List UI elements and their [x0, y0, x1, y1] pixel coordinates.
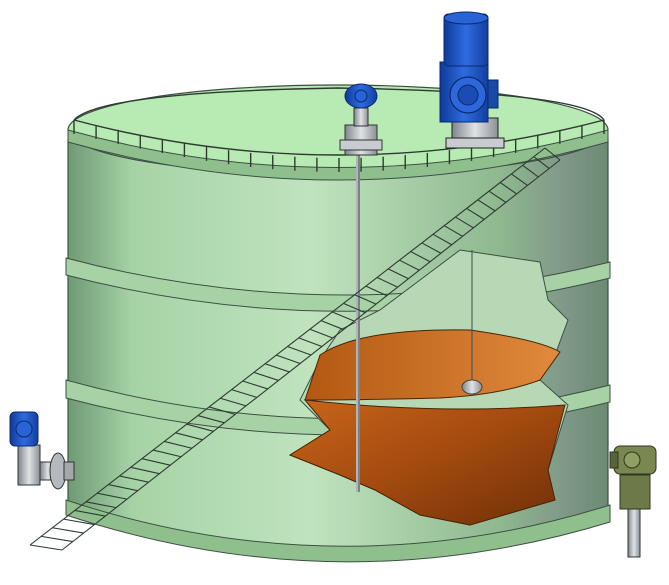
side-pressure-transmitter [9, 411, 75, 490]
roof-handrail [73, 87, 605, 172]
blue-actuator [439, 11, 505, 149]
spiral-staircase [29, 147, 561, 551]
roof-rim [67, 129, 609, 181]
stair-step [63, 518, 95, 526]
float-ball [461, 379, 483, 395]
stair-step [97, 492, 128, 500]
stair-step [231, 389, 258, 398]
radar-level-transmitter [339, 83, 383, 156]
standalone-level-transmitter [609, 445, 657, 558]
stair-step [332, 311, 355, 322]
stair-step [511, 173, 528, 186]
stair-step [220, 397, 247, 407]
stair-step [410, 251, 431, 263]
stair-step [499, 182, 518, 195]
stair-step [264, 363, 290, 373]
stair-step [141, 458, 171, 466]
stair-step [477, 199, 496, 212]
stair-step [108, 484, 138, 492]
liquid-surface [304, 329, 561, 401]
stair-step [29, 544, 63, 551]
stair-step [399, 259, 420, 271]
stair-step [365, 285, 388, 297]
stair-step [85, 501, 117, 509]
stair-step [253, 371, 279, 381]
stair-step [466, 207, 485, 220]
stair-step [153, 449, 182, 458]
stair-step [376, 276, 398, 288]
stair-step [242, 380, 268, 390]
stair-step [443, 225, 463, 237]
stair-step [52, 527, 84, 534]
stair-step [175, 432, 203, 441]
stair-step [298, 337, 323, 348]
stair-step [41, 535, 73, 543]
stair-step [488, 190, 507, 203]
stair-step [432, 233, 453, 246]
stair-step [455, 216, 474, 229]
stair-step [186, 423, 214, 432]
stair-step [320, 320, 344, 331]
stair-step [354, 294, 377, 305]
stair-step [533, 156, 550, 169]
stair-step [343, 302, 366, 314]
stair-step [388, 268, 409, 280]
stair-step [309, 328, 333, 339]
bottom-ring [65, 499, 611, 563]
stair-step [276, 354, 301, 364]
stair-step [287, 345, 312, 356]
stair-step [421, 242, 442, 254]
stair-step [164, 440, 193, 449]
stair-step [119, 475, 149, 483]
stair-step [74, 509, 106, 517]
stair-step [522, 164, 539, 178]
stair-step [197, 415, 225, 424]
stair-step [544, 147, 561, 161]
stair-step [130, 466, 160, 475]
stair-step [208, 406, 236, 415]
